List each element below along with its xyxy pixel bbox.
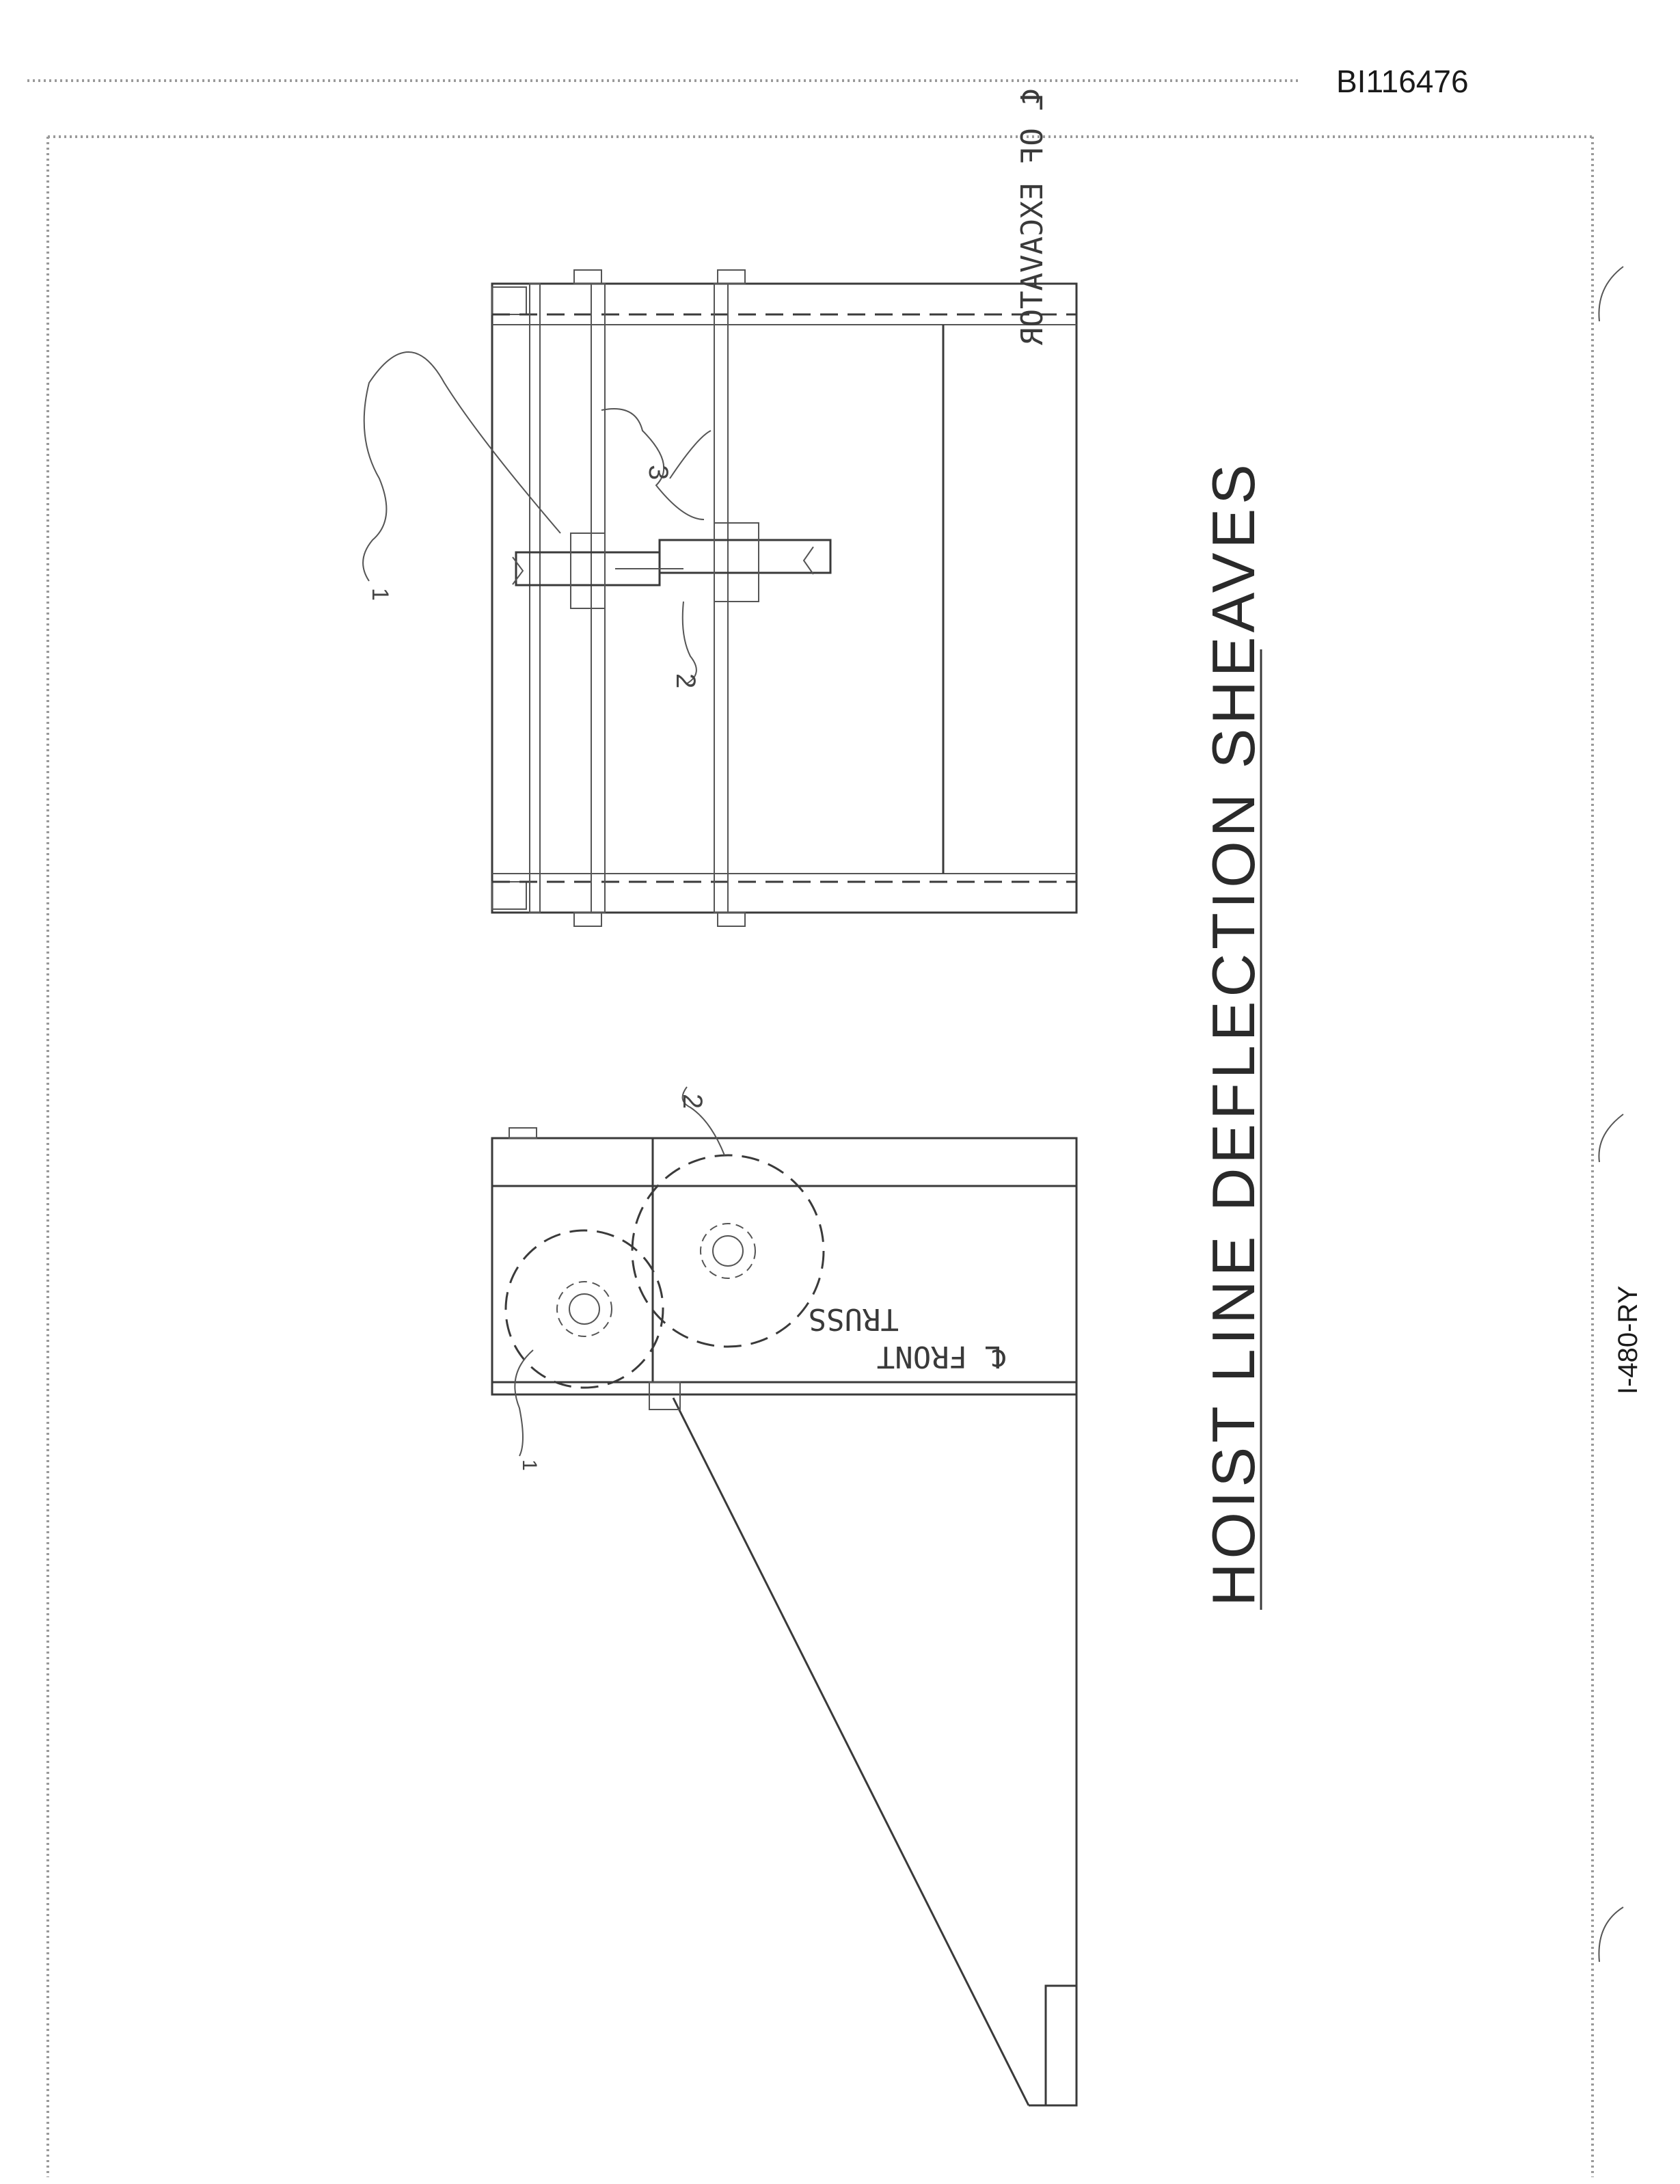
callout-3-top: 3 [643, 465, 673, 480]
centerline-label-front-truss-line1: ℄ FRONT [877, 1339, 1005, 1374]
sheet-border [27, 79, 1594, 2177]
drawing-title: HOIST LINE DEFLECTION SHEAVES [1200, 460, 1267, 1606]
callout-2-top: 2 [670, 673, 701, 688]
top-view-sheave-assembly [491, 269, 1078, 927]
punch-hole-marks [1598, 266, 1624, 1963]
callout-1-bottom: 1 [518, 1459, 541, 1471]
centerline-label-excavator: ℄ OF EXCAVATOR [1015, 90, 1050, 345]
bottom-view-front-truss [491, 1127, 1078, 2107]
drawing-number: I-480-RY [1613, 1286, 1643, 1394]
callout-1-top: 1 [367, 588, 393, 601]
top-view-callouts: 1 2 3 [362, 351, 712, 688]
bottom-view-callouts: 1 2 [514, 1086, 725, 1471]
centerline-label-front-truss-line2: TRUSS [809, 1302, 899, 1336]
bottom-view-sheaves [504, 1154, 825, 1389]
callout-2-bottom: 2 [677, 1094, 707, 1109]
document-id: BI116476 [1336, 64, 1469, 99]
